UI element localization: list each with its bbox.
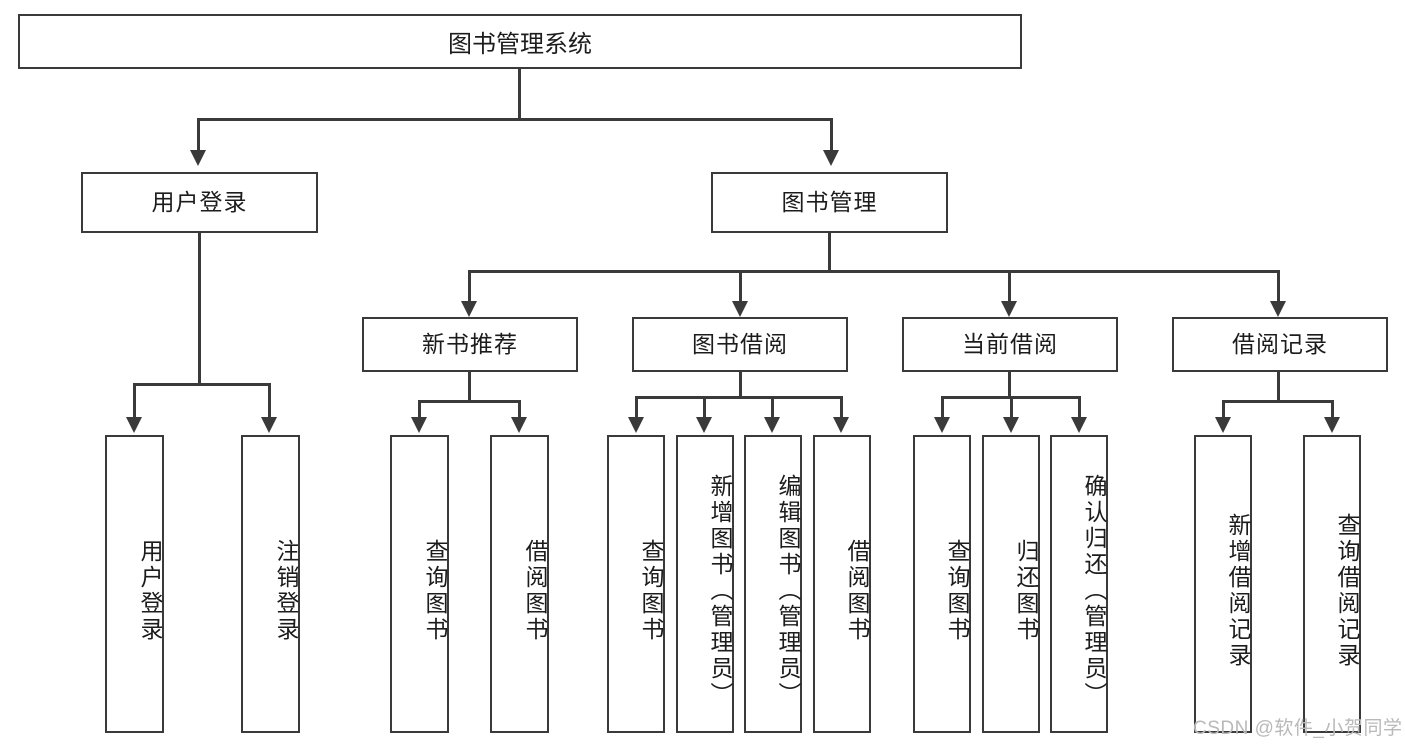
arrow-book-borrow-leaf-1 bbox=[628, 417, 644, 433]
edge-user-login-bus bbox=[133, 383, 268, 386]
edge-user-login-drop-1 bbox=[133, 383, 136, 418]
arrow-book-mgmt-child-4 bbox=[1270, 301, 1286, 317]
edge-new-book-drop-2 bbox=[518, 400, 521, 418]
leaf-current-borrow-return-book[interactable]: 归还图书 bbox=[982, 435, 1040, 733]
node-label: 图书管理系统 bbox=[448, 31, 592, 58]
edge-book-borrow-drop-2 bbox=[703, 396, 706, 418]
edge-current-borrow-drop-3 bbox=[1078, 396, 1081, 418]
node-label: 用户登录 bbox=[151, 188, 248, 215]
edge-book-mgmt-bus bbox=[468, 270, 1280, 273]
leaf-current-borrow-confirm-return[interactable]: 确认归还（管理员） bbox=[1050, 435, 1108, 733]
edge-new-book-drop-1 bbox=[418, 400, 421, 418]
edge-root-to-book-mgmt bbox=[830, 118, 833, 151]
edge-borrow-record-drop-2 bbox=[1331, 400, 1334, 418]
edge-book-mgmt-drop-2 bbox=[739, 270, 742, 303]
node-label: 借阅图书 bbox=[522, 539, 548, 643]
leaf-current-borrow-query-book[interactable]: 查询图书 bbox=[913, 435, 971, 733]
edge-book-borrow-stem bbox=[739, 372, 742, 398]
node-label: 注销登录 bbox=[273, 539, 299, 643]
leaf-book-borrow-edit-book[interactable]: 编辑图书（管理员） bbox=[744, 435, 802, 733]
node-label: 查询图书 bbox=[638, 539, 664, 643]
edge-root-to-user-login bbox=[197, 118, 200, 151]
node-new-book-recommend[interactable]: 新书推荐 bbox=[362, 317, 578, 372]
edge-borrow-record-drop-1 bbox=[1222, 400, 1225, 418]
edge-new-book-stem bbox=[468, 372, 471, 402]
arrow-book-mgmt-child-1 bbox=[461, 301, 477, 317]
leaf-book-borrow-borrow-book[interactable]: 借阅图书 bbox=[813, 435, 871, 733]
edge-book-borrow-bus bbox=[635, 396, 843, 399]
node-root-system[interactable]: 图书管理系统 bbox=[18, 14, 1022, 69]
arrow-book-mgmt-child-2 bbox=[732, 301, 748, 317]
arrow-borrow-record-leaf-1 bbox=[1215, 417, 1231, 433]
arrow-user-login-leaf-2 bbox=[261, 417, 277, 433]
leaf-book-borrow-query-book[interactable]: 查询图书 bbox=[607, 435, 665, 733]
node-label: 用户登录 bbox=[137, 539, 163, 643]
node-label: 归还图书 bbox=[1013, 539, 1039, 643]
arrow-new-book-leaf-2 bbox=[511, 417, 527, 433]
edge-book-mgmt-drop-3 bbox=[1008, 270, 1011, 303]
node-label: 编辑图书（管理员） bbox=[775, 474, 801, 708]
node-user-login[interactable]: 用户登录 bbox=[81, 172, 318, 233]
node-label: 新书推荐 bbox=[422, 330, 518, 357]
arrow-current-borrow-leaf-1 bbox=[934, 417, 950, 433]
leaf-new-book-query-book[interactable]: 查询图书 bbox=[390, 435, 449, 733]
leaf-book-borrow-add-book[interactable]: 新增图书（管理员） bbox=[676, 435, 734, 733]
leaf-user-login-login[interactable]: 用户登录 bbox=[105, 435, 164, 733]
node-label: 确认归还（管理员） bbox=[1081, 474, 1107, 708]
node-label: 新增图书（管理员） bbox=[707, 474, 733, 708]
leaf-new-book-borrow-book[interactable]: 借阅图书 bbox=[490, 435, 549, 733]
leaf-borrow-record-query-record[interactable]: 查询借阅记录 bbox=[1303, 435, 1361, 733]
arrow-current-borrow-leaf-2 bbox=[1003, 417, 1019, 433]
edge-book-borrow-drop-4 bbox=[840, 396, 843, 418]
arrow-borrow-record-leaf-2 bbox=[1324, 417, 1340, 433]
edge-book-mgmt-drop-1 bbox=[468, 270, 471, 303]
node-label: 借阅图书 bbox=[844, 539, 870, 643]
leaf-user-login-logout[interactable]: 注销登录 bbox=[241, 435, 300, 733]
arrow-root-to-book-mgmt bbox=[823, 150, 839, 166]
edge-borrow-record-bus bbox=[1222, 400, 1334, 403]
node-label: 查询图书 bbox=[944, 539, 970, 643]
node-label: 借阅记录 bbox=[1232, 330, 1328, 357]
edge-book-borrow-drop-3 bbox=[771, 396, 774, 418]
arrow-user-login-leaf-1 bbox=[126, 417, 142, 433]
node-book-management[interactable]: 图书管理 bbox=[711, 172, 948, 233]
arrow-current-borrow-leaf-3 bbox=[1071, 417, 1087, 433]
node-label: 图书借阅 bbox=[692, 330, 788, 357]
edge-new-book-bus bbox=[418, 400, 521, 403]
csdn-watermark: CSDN @软件_小贺同学 bbox=[1193, 718, 1403, 739]
edge-current-borrow-drop-2 bbox=[1010, 396, 1013, 418]
edge-user-login-drop-2 bbox=[268, 383, 271, 418]
node-label: 新增借阅记录 bbox=[1225, 513, 1251, 669]
arrow-book-mgmt-child-3 bbox=[1001, 301, 1017, 317]
node-label: 查询图书 bbox=[422, 539, 448, 643]
node-label: 图书管理 bbox=[781, 188, 878, 215]
leaf-borrow-record-add-record[interactable]: 新增借阅记录 bbox=[1194, 435, 1252, 733]
edge-borrow-record-stem bbox=[1277, 372, 1280, 402]
edge-book-mgmt-stem bbox=[828, 233, 831, 272]
node-borrow-record[interactable]: 借阅记录 bbox=[1172, 317, 1388, 372]
arrow-book-borrow-leaf-2 bbox=[696, 417, 712, 433]
edge-book-mgmt-drop-4 bbox=[1277, 270, 1280, 303]
arrow-book-borrow-leaf-4 bbox=[833, 417, 849, 433]
node-label: 查询借阅记录 bbox=[1334, 513, 1360, 669]
arrow-root-to-user-login bbox=[190, 150, 206, 166]
node-label: 当前借阅 bbox=[962, 330, 1058, 357]
edge-user-login-stem bbox=[198, 233, 201, 385]
edge-root-stem bbox=[518, 69, 521, 120]
edge-current-borrow-drop-1 bbox=[941, 396, 944, 418]
node-current-borrow[interactable]: 当前借阅 bbox=[902, 317, 1118, 372]
arrow-book-borrow-leaf-3 bbox=[764, 417, 780, 433]
node-book-borrow[interactable]: 图书借阅 bbox=[632, 317, 848, 372]
edge-root-bus bbox=[197, 118, 833, 121]
edge-book-borrow-drop-1 bbox=[635, 396, 638, 418]
edge-current-borrow-stem bbox=[1008, 372, 1011, 398]
arrow-new-book-leaf-1 bbox=[411, 417, 427, 433]
